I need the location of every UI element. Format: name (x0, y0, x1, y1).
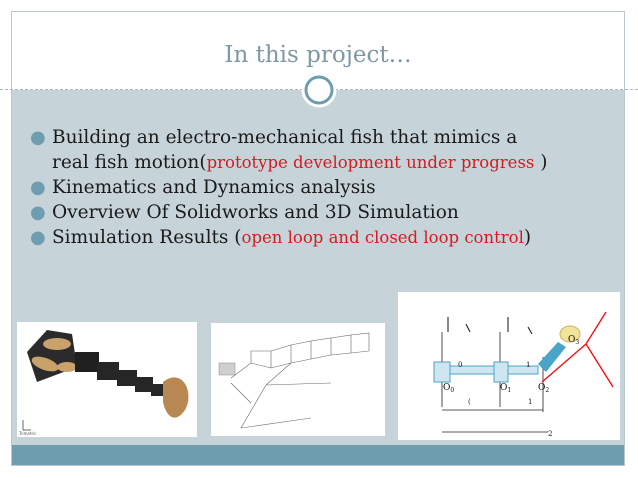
svg-text:O3: O3 (568, 335, 579, 346)
bullet-icon: ● (30, 202, 46, 223)
bullet-item-1: ● Building an electro-mechanical fish th… (30, 127, 548, 173)
footer-band (12, 445, 624, 465)
bullet-icon: ● (30, 227, 46, 248)
bullet-item-4: ● Simulation Results (open loop and clos… (30, 227, 532, 248)
bullet-icon: ● (30, 127, 46, 148)
svg-text:2: 2 (548, 430, 552, 438)
bullet-list: ● Building an electro-mechanical fish th… (30, 125, 620, 250)
svg-text:0: 0 (458, 361, 462, 369)
slide-frame (11, 11, 625, 466)
svg-text:Trimetric: Trimetric (18, 431, 37, 436)
svg-text:O1: O1 (500, 383, 511, 394)
svg-text:(: ( (468, 398, 471, 406)
svg-text:1: 1 (528, 398, 532, 406)
kinematics-sketch-image (211, 323, 385, 436)
joint-diagram-image: O0 O1 O2 O3 0 1 ( 1 2 (398, 292, 620, 440)
bullet-item-2: ● Kinematics and Dynamics analysis (30, 177, 376, 198)
fish-prototype-image: Trimetric (17, 322, 197, 437)
bullet-icon: ● (30, 177, 46, 198)
slide-title: In this project… (224, 42, 412, 68)
svg-text:O2: O2 (538, 383, 549, 394)
svg-text:O0: O0 (443, 383, 454, 394)
circle-logo-icon (301, 72, 337, 108)
bullet-item-3: ● Overview Of Solidworks and 3D Simulati… (30, 202, 459, 223)
svg-text:1: 1 (526, 361, 530, 369)
